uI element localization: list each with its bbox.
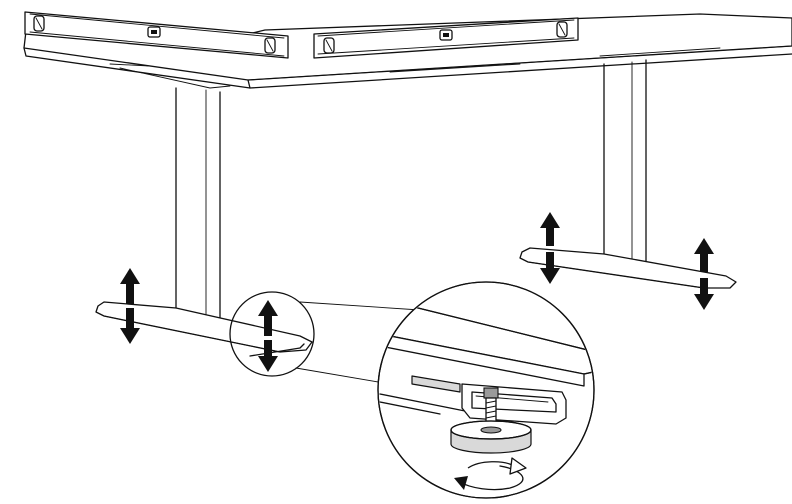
vial-center-icon (439, 29, 453, 41)
vial-left-end-icon (323, 37, 335, 54)
foot-right (519, 247, 737, 289)
detail-circle-small (229, 291, 421, 385)
spirit-level-right (313, 17, 579, 59)
spirit-level-left (24, 11, 289, 59)
vial-center-icon (147, 26, 161, 38)
adjust-arrow-detail (258, 300, 278, 372)
leg-right (603, 59, 647, 269)
leveling-glide (450, 387, 532, 454)
detail-circle-large (377, 281, 595, 499)
leg-left (175, 87, 221, 323)
rotate-arrow-icon (454, 457, 527, 491)
adjust-arrow-left-foot (120, 268, 140, 344)
adjust-arrow-right-foot-right (694, 238, 714, 310)
adjust-arrow-right-foot-left (540, 212, 560, 284)
foot-left (95, 301, 313, 357)
vial-right-end-icon (556, 21, 568, 38)
vial-right-end-icon (264, 37, 276, 54)
vial-left-end-icon (33, 15, 45, 32)
